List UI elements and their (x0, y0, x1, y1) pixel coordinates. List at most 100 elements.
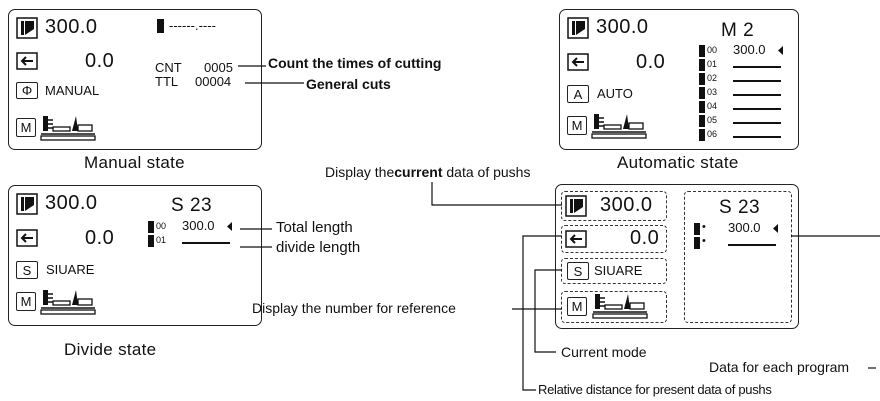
pointer-triangle-icon (778, 46, 783, 55)
row-number: 01 (707, 59, 718, 69)
note-total-length: Total length (276, 219, 353, 236)
small-e-icon (699, 101, 705, 113)
row-number: 04 (707, 101, 718, 111)
manual-cnt-label: CNT (155, 60, 182, 75)
manual-relative-value: 0.0 (85, 50, 115, 72)
divide-relative-value: 0.0 (85, 227, 115, 249)
relative-data-region (561, 225, 667, 253)
small-e-icon (148, 235, 154, 247)
manual-cnt-value: 0005 (204, 60, 233, 75)
auto-mode-label: AUTO (597, 86, 633, 101)
divide-mode-label: SIUARE (46, 262, 95, 277)
list-item: 00 300.0 (148, 218, 243, 234)
ref-relative-value: 0.0 (630, 227, 660, 249)
row-number: 05 (707, 115, 718, 125)
ref-m-key: M (567, 297, 587, 316)
manual-mode-icon: Φ (16, 82, 38, 99)
small-e-icon (148, 221, 154, 233)
small-e-icon (699, 73, 705, 85)
automatic-state-panel: 300.0 M 2 0.0 A AUTO M 00 300.0 01 (559, 9, 799, 150)
list-item: 00 300.0 (699, 42, 794, 58)
pusher-icon (16, 17, 38, 39)
manual-header-dots: ------.---- (169, 18, 216, 33)
ref-current-value: 300.0 (600, 194, 653, 216)
empty-value-line (728, 244, 776, 246)
note-program-data: Data for each program (709, 359, 850, 375)
automatic-caption: Automatic state (617, 153, 739, 172)
blade-icon (592, 294, 648, 319)
note-current-bold: current (394, 164, 443, 180)
auto-row-value: 300.0 (733, 42, 766, 57)
row-number: 02 (707, 73, 718, 83)
left-arrow-icon (565, 230, 587, 248)
auto-program: M 2 (721, 20, 755, 41)
small-e-icon (157, 19, 164, 33)
small-e-icon (699, 115, 705, 127)
note-current-suffix: data of pushs (442, 164, 531, 180)
pusher-icon (565, 195, 587, 217)
empty-value-line (733, 66, 781, 68)
note-relative-distance: Relative distance for present data of pu… (538, 382, 772, 397)
small-e-icon (699, 87, 705, 99)
divide-program: S 23 (171, 195, 213, 216)
auto-mode-icon: A (567, 85, 589, 103)
note-count-cutting: Count the times of cutting (268, 55, 442, 71)
note-general-cuts: General cuts (306, 76, 391, 92)
divide-current-value: 300.0 (45, 192, 98, 214)
empty-value-line (733, 108, 781, 110)
small-e-icon (699, 45, 705, 57)
row-number: 01 (156, 235, 167, 245)
pointer-triangle-icon (227, 222, 232, 231)
empty-value-line (733, 122, 781, 124)
empty-value-line (733, 94, 781, 96)
ref-program-list: • 300.0 • (694, 220, 789, 250)
list-item: 01 (699, 58, 794, 72)
small-e-icon (694, 237, 700, 249)
mode-region (561, 258, 667, 284)
manual-ttl-value: 00004 (195, 74, 232, 89)
dot-marker: • (702, 221, 706, 233)
row-number: 03 (707, 87, 718, 97)
list-item: • (694, 235, 789, 250)
ref-mode-label: SIUARE (594, 263, 643, 278)
left-arrow-icon (16, 52, 38, 70)
auto-relative-value: 0.0 (636, 51, 666, 73)
divide-caption: Divide state (64, 340, 157, 359)
manual-caption: Manual state (84, 153, 185, 172)
manual-state-panel: 300.0 ------.---- 0.0 CNT 0005 TTL 00004… (8, 9, 262, 150)
list-item: 05 (699, 114, 794, 128)
row-number: 00 (707, 45, 718, 55)
ref-program: S 23 (719, 197, 761, 218)
manual-mode-label: MANUAL (45, 83, 100, 98)
note-current-mode: Current mode (561, 344, 647, 360)
divide-state-panel: 300.0 S 23 00 300.0 01 0.0 S SIUARE M (8, 185, 262, 326)
reference-number-region (561, 291, 667, 323)
blade-icon (591, 114, 647, 139)
blade-icon (40, 290, 96, 315)
list-item: 02 (699, 72, 794, 86)
divide-mode-icon: S (16, 261, 38, 279)
note-divide-length: divide length (276, 239, 361, 256)
left-arrow-icon (16, 229, 38, 247)
ref-row-value: 300.0 (728, 220, 761, 235)
manual-m-key: M (16, 118, 36, 137)
divide-program-list: 00 300.0 01 (148, 218, 243, 248)
manual-current-value: 300.0 (45, 16, 98, 38)
empty-value-line (733, 80, 781, 82)
manual-ttl-label: TTL (155, 74, 179, 89)
small-e-icon (699, 129, 705, 141)
empty-value-line (733, 136, 781, 138)
row-number: 00 (156, 221, 167, 231)
list-item: • 300.0 (694, 220, 789, 236)
auto-program-list: 00 300.0 01 02 03 04 05 (699, 42, 794, 142)
list-item: 06 (699, 128, 794, 142)
auto-m-key: M (567, 116, 587, 135)
list-item: 03 (699, 86, 794, 100)
list-item: 04 (699, 100, 794, 114)
left-arrow-icon (567, 53, 589, 71)
divide-row-value: 300.0 (182, 218, 215, 233)
pointer-triangle-icon (773, 224, 778, 233)
